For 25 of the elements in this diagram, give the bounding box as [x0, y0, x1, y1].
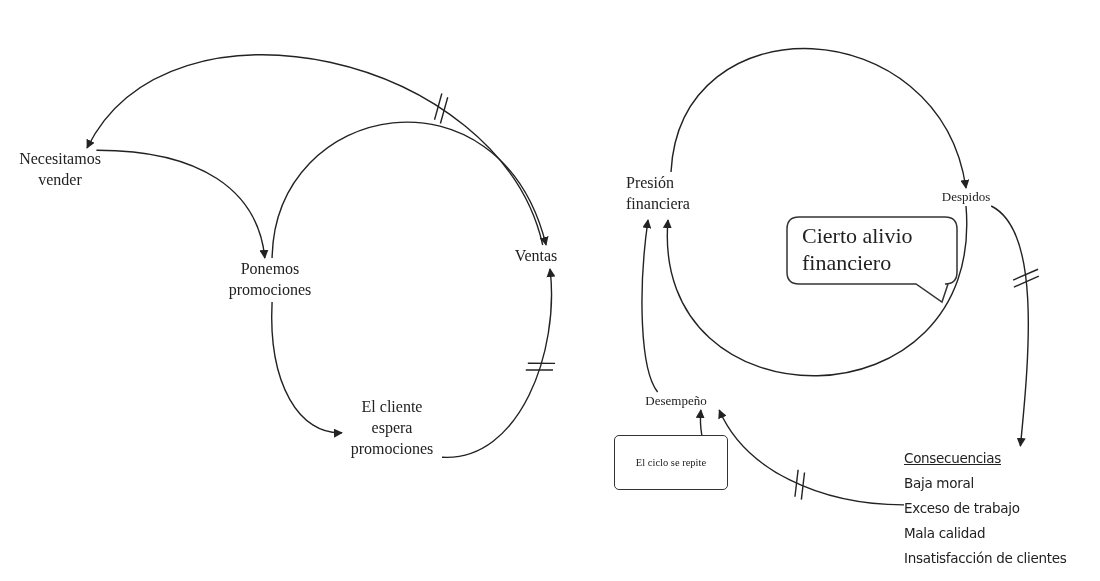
arrow	[641, 219, 659, 393]
list-item: Exceso de trabajo	[904, 499, 1020, 518]
node-label: Despidos	[930, 188, 1002, 206]
arrow	[86, 54, 544, 246]
arrow	[663, 205, 967, 377]
list-item: Insatisfacción de clientes	[904, 549, 1067, 568]
arrow	[695, 409, 705, 436]
arrow	[670, 48, 969, 189]
arrow	[271, 301, 343, 437]
arrow	[271, 122, 548, 259]
node-label: Presión financiera	[626, 172, 726, 220]
arrow	[990, 205, 1030, 447]
callout-text: Cierto alivio financiero	[802, 222, 914, 276]
node-label: Ventas	[508, 245, 564, 269]
list-heading: Consecuencias	[904, 449, 1001, 468]
list-item: Baja moral	[904, 474, 974, 493]
node-label: El cliente espera promociones	[342, 396, 442, 464]
node-label: Desempeño	[630, 392, 722, 410]
node-label: Ponemos promociones	[218, 258, 322, 302]
node-label: Necesitamos vender	[8, 148, 112, 192]
arrow	[95, 149, 268, 259]
arrow	[441, 268, 556, 458]
note-box: El ciclo se repite	[614, 435, 728, 490]
arrow	[718, 409, 905, 506]
list-item: Mala calidad	[904, 524, 986, 543]
